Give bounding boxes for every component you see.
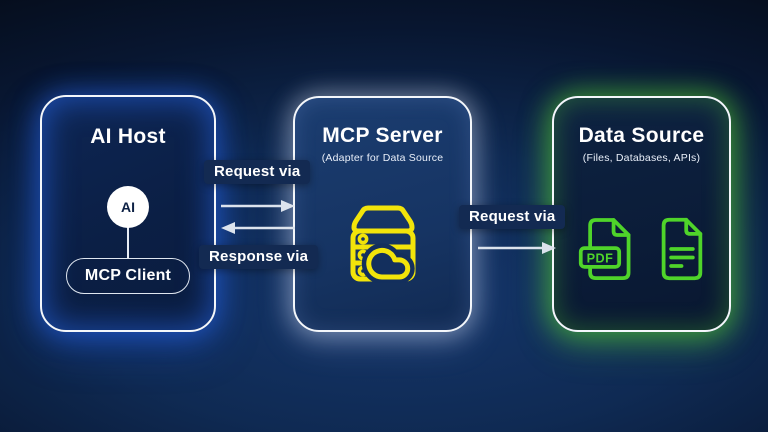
request-via-badge-host-to-server: Request via <box>204 160 311 184</box>
mcp-server-title: MCP Server <box>322 124 443 147</box>
ai-host-box: AI Host AI MCP Client <box>40 95 216 332</box>
right-arrow-server-to-data <box>478 242 556 254</box>
ai-host-title: AI Host <box>90 125 166 148</box>
document-lines-icon <box>661 217 703 281</box>
right-arrow-host-to-server <box>221 200 295 212</box>
mcp-server-subtitle: (Adapter for Data Source <box>321 152 444 164</box>
data-source-box: Data Source (Files, Databases, APIs) PDF <box>552 96 731 332</box>
ai-circle-badge: AI <box>107 186 149 228</box>
response-via-badge-server-to-host: Response via <box>199 245 319 269</box>
data-source-icons: PDF <box>554 216 729 282</box>
data-source-title: Data Source <box>578 124 705 147</box>
ai-to-client-connector-line <box>127 227 129 259</box>
pdf-file-icon: PDF <box>578 218 631 280</box>
pdf-label: PDF <box>587 252 614 266</box>
left-arrow-server-to-host <box>221 222 295 234</box>
server-stack-cloud-icon <box>350 205 415 283</box>
data-source-subtitle: (Files, Databases, APIs) <box>582 152 701 164</box>
mcp-client-pill: MCP Client <box>66 258 190 294</box>
request-via-badge-server-to-data: Request via <box>459 205 566 229</box>
mcp-server-box: MCP Server (Adapter for Data Source <box>293 96 472 332</box>
